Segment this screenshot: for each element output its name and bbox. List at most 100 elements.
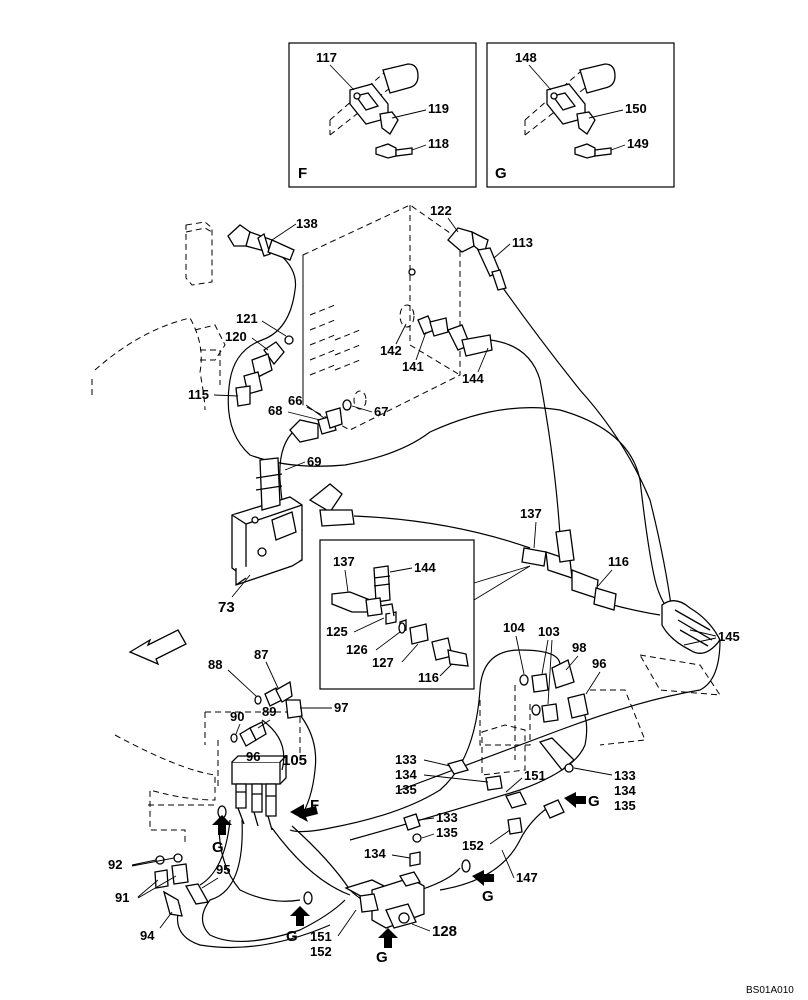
label-152b: 152: [310, 944, 332, 959]
hose-138-run: [227, 239, 671, 613]
inset-label-127: 127: [372, 655, 394, 670]
label-116: 116: [608, 554, 629, 569]
view-arrow-g1: [212, 815, 232, 835]
inset-label-126: 126: [346, 642, 368, 657]
detail-box-f-frame: [288, 42, 477, 188]
label-113: 113: [512, 235, 533, 250]
label-122: 122: [430, 203, 452, 218]
component-73: [231, 457, 355, 586]
fitting-elbow-120: [235, 335, 294, 407]
label-144: 144: [462, 371, 484, 386]
fitting-elbow-122: [408, 227, 507, 291]
label-88: 88: [208, 657, 222, 672]
fitting-66-67-68: [289, 390, 367, 443]
hose-144-run: [489, 339, 561, 536]
control-valve-outline: [302, 204, 461, 431]
label-87: 87: [254, 647, 268, 662]
view-marker-g4: G: [482, 888, 494, 905]
inset-label-144: 144: [414, 560, 436, 575]
fitting-elbow-138: [227, 224, 295, 261]
fitting-141-142: [399, 304, 493, 357]
label-141: 141: [402, 359, 424, 374]
label-68: 68: [268, 403, 282, 418]
view-arrow-g2: [290, 906, 310, 926]
label-f-mid: 119: [428, 101, 449, 116]
detail-box-f: 117 119 118 F: [288, 42, 477, 188]
label-133a: 133: [395, 752, 417, 767]
lower-assembly: F G G G G G 104 103 98 96 88 87 97 90 89…: [108, 620, 646, 966]
fittings-91-95: [154, 853, 210, 917]
label-151a: 151: [524, 768, 546, 783]
label-91: 91: [115, 890, 129, 905]
hose-116-run: [612, 604, 661, 616]
label-138: 138: [296, 216, 318, 231]
label-96b: 96: [246, 749, 260, 764]
label-90: 90: [230, 709, 244, 724]
fittings-98-104: [519, 659, 589, 723]
inset-parts: [331, 565, 469, 667]
inset-frame: [319, 539, 475, 690]
drawing-code: BS01A010: [746, 985, 794, 996]
view-arrow-g4: [472, 870, 494, 886]
label-135a: 135: [395, 782, 417, 797]
label-69: 69: [307, 454, 321, 469]
label-67: 67: [374, 404, 388, 419]
label-f-bottom: 118: [428, 136, 449, 151]
detail-box-g-frame: [486, 42, 675, 188]
label-92: 92: [108, 857, 122, 872]
inset-label-125: 125: [326, 624, 348, 639]
label-128: 128: [432, 923, 457, 940]
view-marker-g2: G: [286, 928, 298, 945]
fittings-87-90: [230, 680, 303, 747]
label-66: 66: [288, 393, 302, 408]
label-97: 97: [334, 700, 348, 715]
cab-post: [185, 221, 213, 286]
label-f-top: 117: [316, 50, 337, 65]
label-142: 142: [380, 343, 402, 358]
view-marker-g1: G: [212, 839, 224, 856]
label-g-bottom: 149: [627, 136, 649, 151]
inset-label-137: 137: [333, 554, 355, 569]
label-147: 147: [516, 870, 538, 885]
hose-94-95-run: [199, 819, 346, 942]
label-95: 95: [216, 862, 230, 877]
label-120: 120: [225, 329, 247, 344]
label-137: 137: [520, 506, 542, 521]
label-103: 103: [538, 624, 560, 639]
label-104: 104: [503, 620, 525, 635]
view-marker-f: F: [310, 797, 319, 814]
detail-box-f-letter: F: [298, 165, 307, 182]
detail-g-clamp: [524, 63, 616, 159]
hose-98-run: [289, 649, 561, 833]
detail-f-clamp: [329, 63, 419, 159]
hose-137-run: [353, 515, 531, 549]
label-g-top: 148: [515, 50, 537, 65]
label-121: 121: [236, 311, 258, 326]
hose-147-run: [439, 805, 551, 891]
label-94: 94: [140, 928, 155, 943]
frame-outline-left: [91, 317, 221, 411]
fitting-tee-137-116: [521, 529, 617, 611]
label-89: 89: [262, 704, 276, 719]
valve-block-105: [231, 755, 288, 831]
label-135b: 135: [614, 798, 636, 813]
label-152a: 152: [462, 838, 484, 853]
view-marker-g3: G: [376, 949, 388, 966]
label-134b: 134: [614, 783, 636, 798]
hose-96-run: [349, 704, 588, 841]
clamps-133-135: [403, 737, 575, 867]
view-arrow-g5: [564, 792, 586, 808]
view-arrows: [212, 792, 586, 948]
front-direction-arrow: [128, 629, 187, 666]
inset-tee-detail: 137 144 125 126 127 116: [319, 539, 531, 690]
upper-assembly: 138 122 113 121 120 115 142 141 144 66 6…: [91, 203, 740, 791]
view-arrow-f: [290, 804, 318, 822]
label-96a: 96: [592, 656, 606, 671]
label-g-mid: 150: [625, 101, 647, 116]
inset-label-116: 116: [418, 670, 439, 685]
label-134a: 134: [395, 767, 417, 782]
view-marker-g5: G: [588, 793, 600, 810]
inset-pointer: [473, 565, 531, 601]
